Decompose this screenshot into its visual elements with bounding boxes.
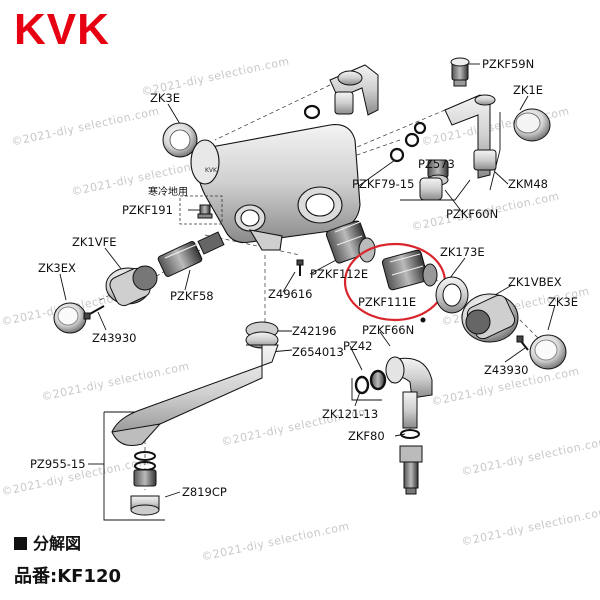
part-label-zk3ex: ZK3EX — [38, 261, 76, 275]
part-label-zkm48: ZKM48 — [508, 177, 548, 191]
part-label-pzkf111e: PZKF111E — [358, 295, 417, 309]
part-label-pz573: PZ573 — [418, 157, 455, 171]
part-label-pzkf59n: PZKF59N — [482, 57, 535, 71]
part-label-zk3e-top: ZK3E — [150, 91, 181, 105]
part-label-pzkf191: PZKF191 — [122, 203, 173, 217]
part-label-pz955-15: PZ955-15 — [30, 457, 86, 471]
part-label-pzkf79-15: PZKF79-15 — [352, 177, 415, 191]
square-bullet-icon — [14, 537, 27, 550]
cold-region-note: 寒冷地用 — [148, 187, 188, 198]
part-label-z49616: Z49616 — [268, 287, 313, 301]
part-label-z42196: Z42196 — [292, 324, 337, 338]
brand-logo: KVK — [14, 5, 110, 54]
product-number: 品番:KF120 — [14, 566, 122, 587]
part-label-zk121-13: ZK121-13 — [322, 407, 379, 421]
part-label-pzkf112e: PZKF112E — [310, 267, 369, 281]
part-label-zk1e: ZK1E — [513, 83, 544, 97]
part-label-zk1vbex: ZK1VBEX — [508, 275, 562, 289]
part-label-z43930-right: Z43930 — [484, 363, 529, 377]
section-title: 分解図 — [14, 530, 81, 554]
part-label-z819cp: Z819CP — [182, 485, 227, 499]
part-label-z43930-left: Z43930 — [92, 331, 137, 345]
part-label-zk173e: ZK173E — [440, 245, 485, 259]
part-label-zkf80: ZKF80 — [348, 429, 385, 443]
part-label-zk1vfe: ZK1VFE — [72, 235, 117, 249]
part-label-z654013: Z654013 — [292, 345, 344, 359]
part-label-pzkf58: PZKF58 — [170, 289, 214, 303]
part-label-zk3e-right: ZK3E — [548, 295, 579, 309]
svg-text:KVK: KVK — [205, 167, 218, 174]
part-label-pz42: PZ42 — [343, 339, 373, 353]
section-title-text: 分解図 — [33, 534, 82, 553]
part-label-pzkf66n: PZKF66N — [362, 323, 415, 337]
part-label-pzkf60n: PZKF60N — [446, 207, 499, 221]
